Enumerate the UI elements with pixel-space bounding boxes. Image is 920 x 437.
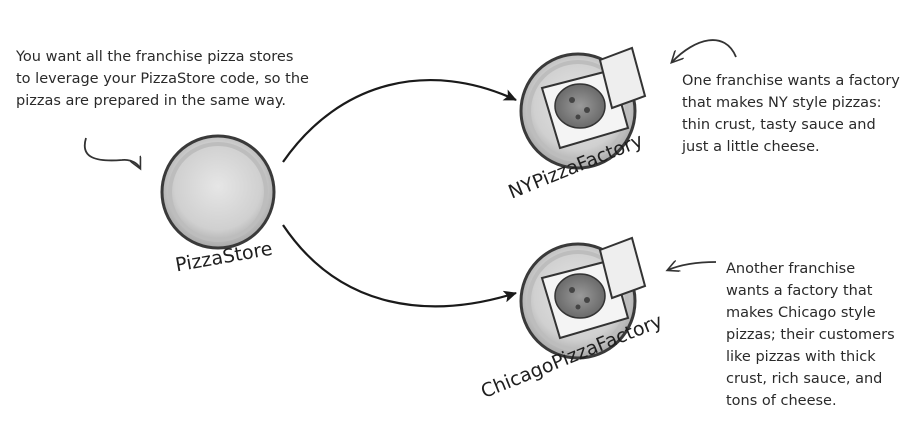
note-line: Another franchise [726,261,856,277]
note-line: that makes NY style pizzas: [682,95,882,111]
note-line: just a little cheese. [682,139,820,155]
pizza-store-node: PizzaStore [160,134,276,276]
note-top: You want all the franchise pizza stores … [16,46,309,112]
pizza-box-icon [540,46,647,150]
note-line: thin crust, tasty sauce and [682,117,876,133]
pointer-arrow-top-note [83,137,140,168]
chicago-factory-node: ChicagoPizzaFactory [478,236,666,403]
pizza-box-icon [540,236,647,340]
note-line: tons of cheese. [726,393,837,409]
note-line: You want all the franchise pizza stores [16,49,294,65]
ny-factory-node: NYPizzaFactory [505,46,647,203]
note-line: pizzas; their customers [726,327,895,343]
note-ny: One franchise wants a factory that makes… [682,70,900,158]
note-line: like pizzas with thick [726,349,876,365]
note-line: makes Chicago style [726,305,876,321]
note-line: to leverage your PizzaStore code, so the [16,71,309,87]
pointer-arrow-ny-note [672,39,737,62]
note-line: One franchise wants a factory [682,73,900,89]
arrow-store-to-chicago [282,224,517,308]
note-line: crust, rich sauce, and [726,371,883,387]
arrow-store-to-ny [282,79,517,163]
note-line: wants a factory that [726,283,873,299]
note-chicago: Another franchise wants a factory that m… [726,258,895,412]
note-line: pizzas are prepared in the same way. [16,93,286,109]
pointer-arrow-chicago-note [668,262,717,270]
